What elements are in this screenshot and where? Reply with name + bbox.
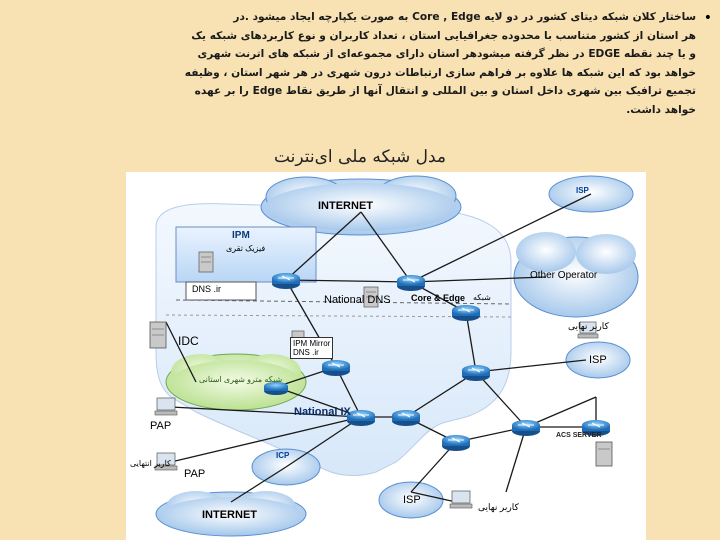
router-icon bbox=[442, 435, 470, 451]
other-operator-cloud bbox=[513, 232, 639, 318]
internet-cloud-top bbox=[260, 175, 462, 236]
ipm-sub-label: فیزیک تقری bbox=[226, 244, 266, 253]
text-section: • ساختار کلان شبکه دیتای کشور در دو لایه… bbox=[0, 0, 720, 140]
router-icon bbox=[347, 410, 375, 426]
paragraph-line: و یا چند نقطه EDGE در نظر گرفته میشودهر … bbox=[197, 48, 696, 60]
diagram-graphics bbox=[149, 175, 639, 537]
isp-cloud-right bbox=[565, 341, 631, 379]
ipm-mirror-box: IPM Mirror DNS .ir bbox=[290, 337, 334, 359]
internet-cloud-bottom bbox=[155, 491, 307, 537]
isp-top-label: ISP bbox=[576, 186, 589, 195]
computer-icon bbox=[577, 321, 599, 339]
icp-label: ICP bbox=[276, 451, 290, 460]
router-icon bbox=[264, 382, 288, 395]
paragraph-line: خواهد بود که این شبکه ها علاوه بر فراهم … bbox=[184, 66, 696, 79]
computer-icon bbox=[154, 397, 178, 416]
metro-cloud-label: شبکه مترو شهری استانی bbox=[199, 375, 283, 384]
core-edge-label: Core & Edge bbox=[411, 293, 466, 303]
isp-bottom-label: ISP bbox=[403, 494, 421, 506]
ipm-mirror-line: IPM Mirror bbox=[293, 339, 331, 348]
pap-bottom-label: PAP bbox=[184, 468, 206, 480]
paragraph-line: ساختار کلان شبکه دیتای کشور در دو لایه C… bbox=[233, 11, 696, 23]
user-final-left-label: کاربر انتهایی bbox=[130, 459, 171, 468]
national-ix-label: National IX bbox=[294, 406, 351, 418]
bullet-point: • bbox=[703, 10, 712, 26]
description-paragraph: ساختار کلان شبکه دیتای کشور در دو لایه C… bbox=[96, 8, 696, 119]
diagram-title: مدل شبکه ملی ای‌نترنت bbox=[273, 147, 447, 167]
router-icon bbox=[462, 365, 490, 381]
server-icon bbox=[198, 251, 214, 273]
pap-top-label: PAP bbox=[150, 420, 172, 432]
isp-cloud-bottom bbox=[378, 481, 444, 519]
router-icon bbox=[512, 420, 540, 436]
server-icon bbox=[149, 321, 167, 349]
internet-top-label: INTERNET bbox=[318, 200, 373, 212]
router-icon bbox=[397, 275, 425, 291]
router-icon bbox=[582, 420, 610, 436]
ipm-title-label: IPM bbox=[232, 230, 250, 241]
national-dns-label: National DNS bbox=[324, 294, 391, 306]
computer-icon bbox=[154, 452, 178, 471]
dns-ir-label: DNS .ir bbox=[192, 284, 221, 294]
idc-label: IDC bbox=[178, 334, 199, 348]
ipm-mirror-line: DNS .ir bbox=[293, 348, 319, 357]
user-final-bottom-label: کاربر نهایی bbox=[478, 502, 519, 512]
user-final-right-label: کاربر نهایی bbox=[568, 321, 609, 331]
paragraph-line: هر استان از کشور متناسب با محدوده جغرافی… bbox=[191, 29, 696, 42]
network-diagram: ISP INTERNET IPM فیزیک تقری DNS .ir Nati… bbox=[126, 172, 646, 540]
router-icon bbox=[392, 410, 420, 426]
computers bbox=[154, 321, 599, 509]
router-icon bbox=[272, 273, 300, 289]
other-operator-label: Other Operator bbox=[530, 270, 598, 281]
server-icon bbox=[595, 441, 613, 467]
paragraph-line: خواهد داشت. bbox=[626, 103, 696, 116]
internet-bottom-label: INTERNET bbox=[202, 509, 257, 521]
shabake-label: شبکه bbox=[473, 293, 491, 302]
dns-ir-box bbox=[185, 281, 257, 301]
paragraph-line: تجمیع ترافیک بین شهری داخل استان و بین ا… bbox=[194, 85, 696, 97]
computer-icon bbox=[449, 490, 473, 509]
router-icon bbox=[322, 360, 350, 376]
isp-right-label: ISP bbox=[589, 354, 607, 366]
server-icon bbox=[363, 286, 379, 308]
routers bbox=[264, 273, 610, 451]
acs-server-label: ACS SERVER bbox=[556, 432, 602, 439]
router-icon bbox=[452, 305, 480, 321]
